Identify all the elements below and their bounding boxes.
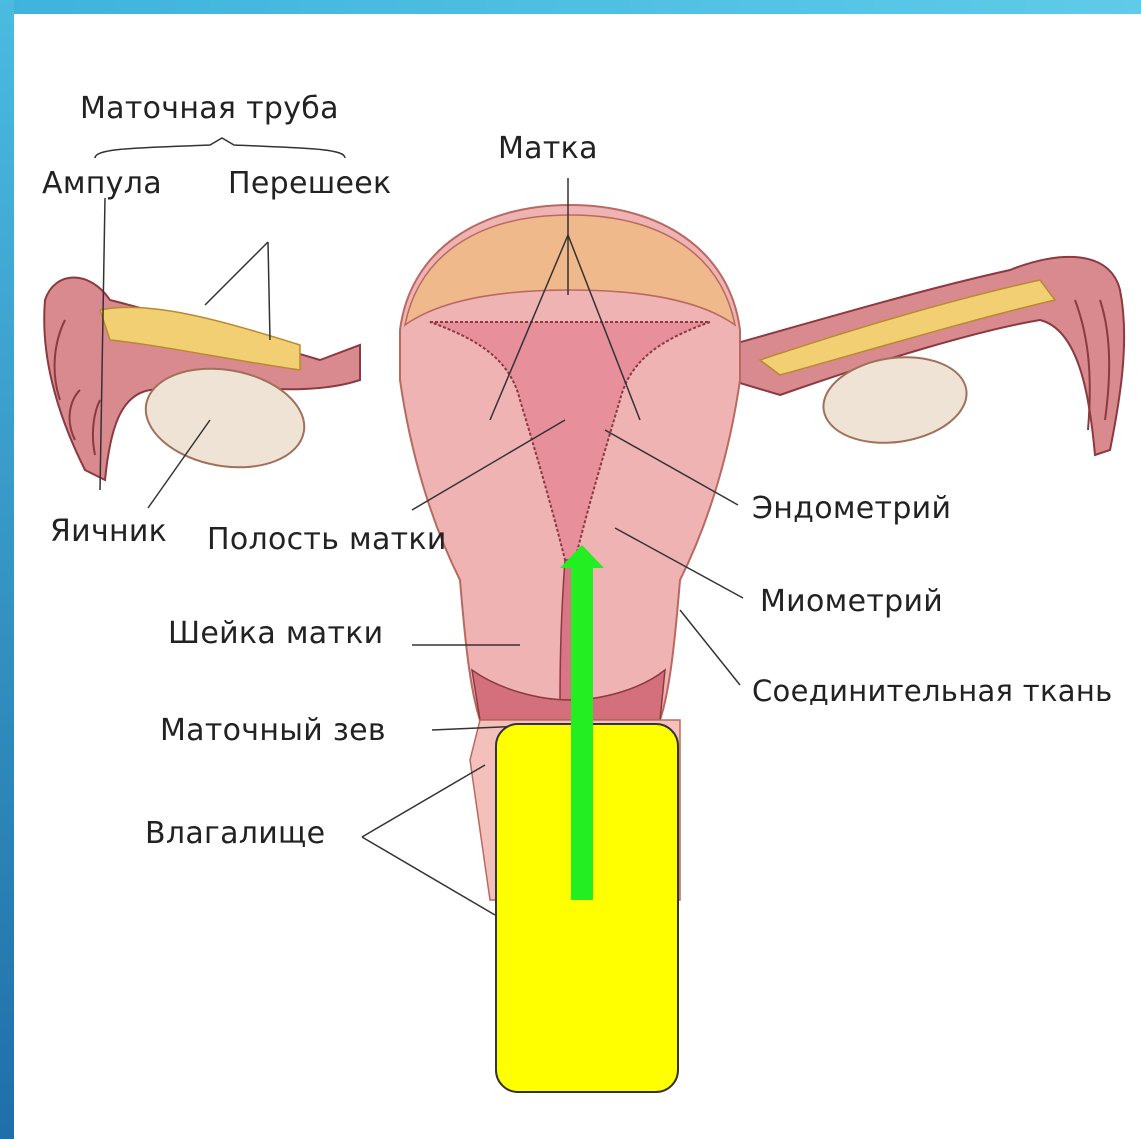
- label-vagina: Влагалище: [145, 816, 325, 851]
- label-myometrium: Миометрий: [760, 584, 943, 619]
- label-fallopian-tube: Маточная труба: [80, 91, 339, 126]
- label-connective-tissue: Соединительная ткань: [752, 674, 1113, 708]
- label-isthmus: Перешеек: [228, 166, 391, 201]
- label-uterus: Матка: [498, 131, 598, 166]
- label-ovary: Яичник: [50, 514, 167, 549]
- label-cervix: Шейка матки: [168, 616, 383, 651]
- label-endometrium: Эндометрий: [752, 491, 951, 526]
- label-ampulla: Ампула: [42, 166, 162, 201]
- label-external-os: Маточный зев: [160, 713, 386, 748]
- label-uterine-cavity: Полость матки: [207, 522, 447, 557]
